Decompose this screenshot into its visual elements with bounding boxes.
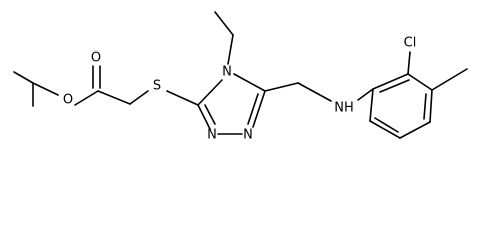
atom-label-n-left: N [207,128,217,143]
bond-ethyl-ch2-ch3 [214,11,234,36]
bond-n-left-c3-inner [204,104,216,125]
atom-label-o-ester: O [63,93,73,108]
structure-canvas: O O S N N N NH Cl [13,11,468,143]
bond-ring-c3-c4-inner [423,93,427,120]
atom-label-o-carbonyl: O [91,51,101,66]
bond-c5-n-right [252,90,266,128]
bond-sulfur-c3 [166,90,199,106]
atom-label-n-right: N [243,128,253,143]
bond-n4-ethyl-ch2 [227,34,234,65]
bond-n4-c5 [233,73,266,92]
bond-ring-c3-c4 [429,89,433,123]
bond-nh-aryl [357,88,374,101]
bond-ring-chlorine [407,51,411,75]
bond-ch2-sulfur [129,90,149,105]
bond-n-left-c3 [197,104,211,130]
structure-drawing: O O S N N N NH Cl [13,11,468,143]
bond-ring-c2-c3 [407,73,433,91]
bond-ring-c1-c2-inner [379,79,410,93]
bond-carbonyl-ch2 [97,90,131,105]
bond-linker-ch2-nh [297,82,332,102]
bond-ring-c5-c6 [369,120,401,139]
bond-ring-c5-c6-inner [374,117,399,133]
atom-label-n4: N [222,65,232,80]
bond-isopropyl-methyl-top [13,71,34,84]
atom-label-chlorine: Cl [404,36,417,51]
bond-ring-c1-c2 [372,73,409,90]
bond-ring-methyl [431,68,468,91]
bond-isopropyl-ch-oxygen [32,82,59,96]
bond-ring-c4-c5 [399,121,431,139]
bond-ring-c6-c1 [369,88,374,122]
atom-label-nh: NH [334,101,354,116]
bond-c3-n4 [197,79,223,106]
atom-label-sulfur: S [153,79,161,94]
bond-c5-linker-ch2 [264,82,299,92]
bond-c5-n-right-inner [247,93,259,125]
bond-oxygen-carbonyl-carbon [74,90,99,106]
